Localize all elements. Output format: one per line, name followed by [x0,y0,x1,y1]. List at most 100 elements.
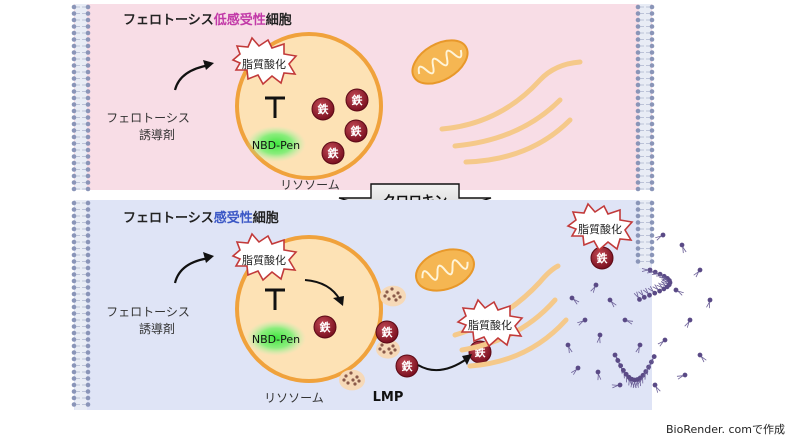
membrane-lipid-head [635,108,641,114]
membrane-lipid-head [71,330,77,336]
membrane-lipid-head [85,134,91,140]
membrane-lipid-head [635,200,641,206]
membrane-lipid-head [635,259,641,264]
loose-lipid [679,242,687,254]
membrane-lipid-head [71,304,77,310]
membrane-lipid-head [635,43,641,49]
membrane-lipid-head [85,50,91,55]
membrane-lipid-head [85,389,91,394]
membrane-lipid-head [85,246,91,251]
loose-lipid [693,267,703,278]
membrane-lipid-head [649,154,655,159]
bottom-nbd-pen-glow [246,320,306,356]
membrane-lipid-head [71,337,77,342]
membrane-lipid-head [85,95,91,101]
iron-release-arrow [417,357,469,372]
loose-lipid [648,354,657,365]
membrane-lipid-head [649,173,655,179]
bottom-burst-label: 脂質酸化 [242,253,286,267]
iron-release-arrowhead [462,354,472,365]
membrane-lipid-head [85,304,91,310]
membrane-lipid-head [649,220,655,225]
iron-label: 鉄 [318,102,330,116]
membrane-core [639,200,651,268]
bottom-iron-2: 鉄 [375,320,399,344]
loose-lipid [684,317,693,328]
rupture-site-1 [380,285,406,307]
membrane-lipid-head [71,82,77,88]
membrane-lipid-head [649,186,655,192]
loose-lipid [656,282,667,292]
membrane-lipid-head [71,89,77,94]
membrane-lipid-head [85,63,91,68]
membrane-lipid-head [71,265,77,271]
membrane-lipid-head [71,121,77,127]
membrane-lipid-head [85,121,91,127]
membrane-lipid-head [85,154,91,159]
membrane-lipid-head [71,395,77,401]
membrane-lipid-head [635,11,641,16]
loose-lipid [652,382,661,393]
membrane-lipid-head [85,173,91,179]
membrane-lipid-head [649,160,655,166]
membrane-lipid-head [635,56,641,62]
membrane-lipid-head [85,324,91,329]
bottom-lysosome-label: リソソーム [264,391,324,405]
membrane-lipid-head [635,24,641,29]
top-endoplasmic-reticulum [439,59,583,165]
membrane-lipid-head [71,154,77,159]
top-panel: フェロトーシス低感受性細胞 フェロトーシス 誘導剤 脂質酸化 NBD-Pen 鉄… [71,4,655,192]
membrane-lipid-head [635,82,641,88]
membrane-lipid-head [71,95,77,101]
membrane-lipid-head [71,115,77,120]
membrane-lipid-head [85,298,91,303]
membrane-lipid-head [85,376,91,381]
membrane-lipid-head [85,259,91,264]
membrane-lipid-head [85,108,91,114]
membrane-lipid-head [635,180,641,185]
membrane-lipid-head [85,252,91,258]
membrane-lipid-head [649,233,655,238]
membrane-lipid-head [635,252,641,258]
membrane-lipid-head [635,147,641,153]
membrane-lipid-head [635,89,641,94]
loose-lipid [638,289,647,300]
membrane-lipid-head [649,246,655,251]
bottom-inducer-arrowhead [203,252,214,263]
membrane-lipid-head [85,285,91,290]
membrane-lipid-head [71,17,77,23]
membrane-lipid-head [649,121,655,127]
top-inducer-label-2: 誘導剤 [139,127,175,142]
loose-lipid [571,365,581,375]
lysosome-rupture-sites [339,285,406,391]
membrane-lipid-head [649,213,655,219]
loose-lipid [697,352,707,363]
membrane-lipid-head [71,356,77,362]
membrane-lipid-head [635,233,641,238]
membrane-lipid-head [85,37,91,42]
membrane-lipid-head [649,69,655,75]
loose-lipid [635,342,643,354]
membrane-lipid-head [635,17,641,23]
membrane-lipid-head [85,337,91,342]
membrane-lipid-head [649,4,655,10]
membrane-lipid-head [71,11,77,16]
membrane-lipid-head [649,50,655,55]
bottom-lipid-burst [231,232,298,282]
bottom-panel: フェロトーシス感受性細胞 フェロトーシス 誘導剤 脂質酸化 NBD-Pen 鉄鉄… [71,200,713,410]
membrane-lipid-head [85,82,91,88]
loose-lipid [622,317,634,325]
membrane-lipid-head [635,76,641,81]
membrane-lipid-head [85,278,91,284]
membrane-lipid-head [85,343,91,349]
membrane-lipid-head [635,207,641,212]
membrane-lipid-head [635,128,641,133]
bottom-inducer-label-1: フェロトーシス [106,305,190,319]
membrane-lipid-head [635,4,641,10]
membrane-lipid-head [635,95,641,101]
iron-label: 鉄 [351,124,363,138]
membrane-core [75,200,87,410]
membrane-lipid-head [649,200,655,206]
ruptured-membrane-lipids [565,232,713,393]
membrane-lipid-head [85,226,91,232]
